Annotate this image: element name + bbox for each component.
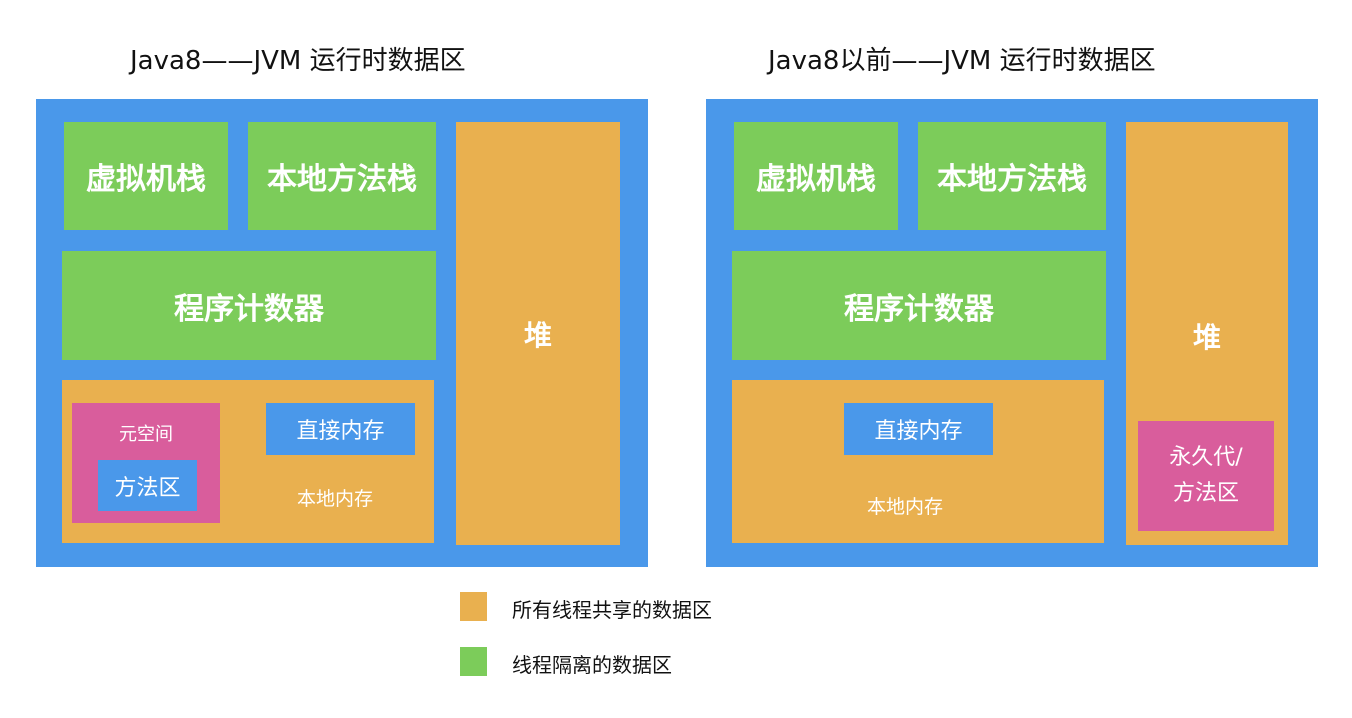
left-method-area: 方法区 (98, 460, 197, 511)
right-direct-memory: 直接内存 (844, 403, 993, 455)
left-program-counter: 程序计数器 (62, 251, 436, 360)
legend-shared-label: 所有线程共享的数据区 (512, 598, 712, 622)
legend-isolated-label: 线程隔离的数据区 (512, 653, 672, 677)
right-program-counter: 程序计数器 (732, 251, 1106, 360)
right-permgen-method-area: 永久代/ 方法区 (1138, 421, 1274, 531)
right-native-method-stack: 本地方法栈 (918, 122, 1106, 230)
right-heap-label: 堆 (1192, 321, 1221, 354)
right-diagram-title: Java8以前——JVM 运行时数据区 (768, 46, 1156, 76)
legend-shared-swatch (460, 592, 487, 621)
left-metaspace-label: 元空间 (119, 424, 173, 445)
left-heap: 堆 (456, 122, 620, 545)
left-native-memory-label: 本地内存 (297, 488, 374, 510)
left-direct-memory: 直接内存 (266, 403, 415, 455)
right-native-memory-label: 本地内存 (866, 496, 943, 518)
right-vm-stack: 虚拟机栈 (734, 122, 898, 230)
right-permgen-label-line1: 永久代/ (1169, 445, 1243, 470)
right-permgen-label-line2: 方法区 (1172, 481, 1239, 506)
left-native-method-stack: 本地方法栈 (248, 122, 436, 230)
legend-isolated-swatch (460, 647, 487, 676)
left-vm-stack: 虚拟机栈 (64, 122, 228, 230)
left-diagram-title: Java8——JVM 运行时数据区 (130, 46, 466, 76)
